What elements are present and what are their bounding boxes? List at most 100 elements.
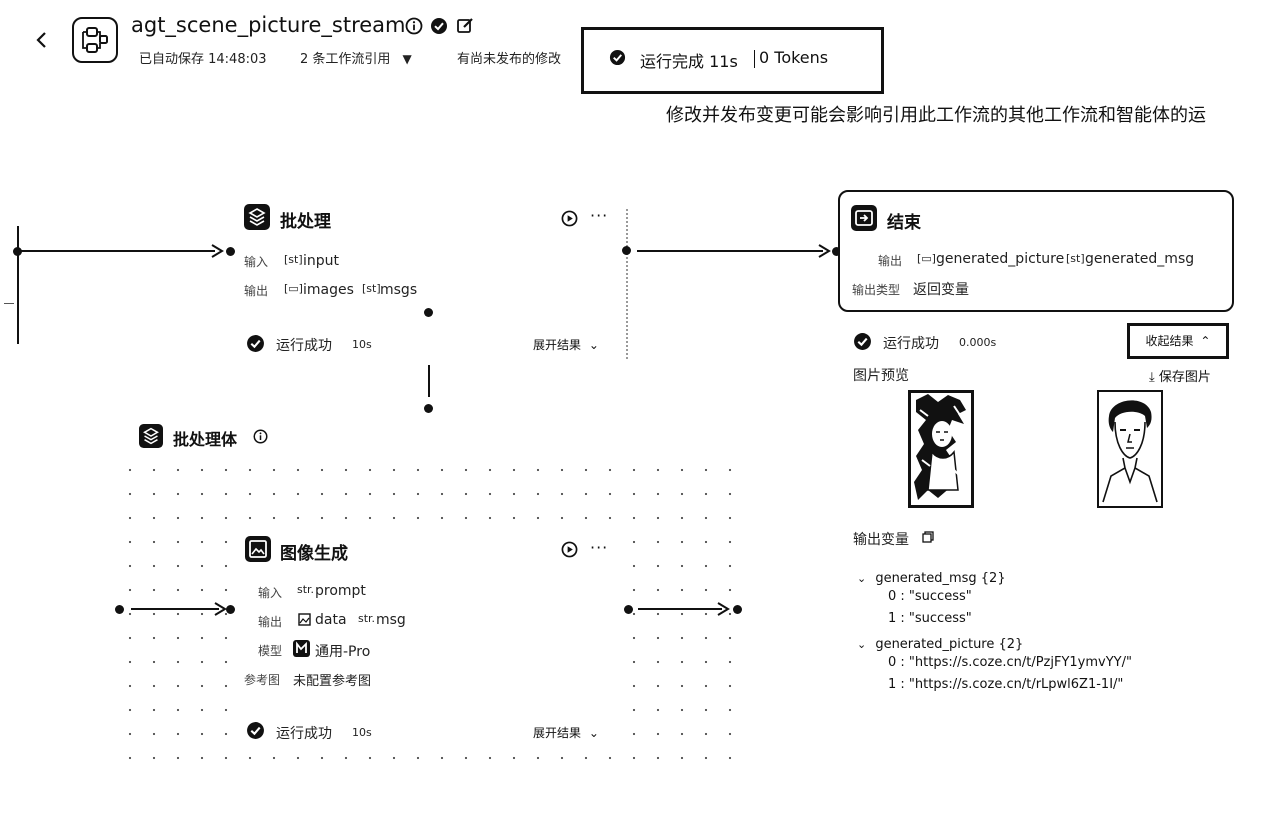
model-value: 通用-Pro	[315, 644, 371, 660]
tree-key: generated_msg {2}	[875, 571, 1006, 586]
chevron-down-icon: ⌄	[588, 726, 599, 740]
str-type-tag: str.	[297, 583, 315, 596]
batch-node[interactable]	[230, 195, 630, 375]
collapse-results-button[interactable]: 收起结果 ⌃	[1127, 323, 1229, 359]
output-var-msg: msg	[376, 612, 406, 628]
output-var-generated-picture: generated_picture	[936, 251, 1065, 267]
success-icon	[246, 334, 265, 353]
expand-label: 展开结果	[533, 338, 582, 352]
run-status: 运行成功	[883, 336, 939, 352]
play-icon[interactable]	[561, 210, 578, 227]
output-label: 输出	[244, 284, 269, 298]
output-vars-label: 输出变量	[853, 532, 909, 548]
workflow-icon	[72, 17, 118, 63]
references-dropdown[interactable]: 2 条工作流引用 ▼	[300, 48, 412, 67]
tree-value: 0 : "https://s.coze.cn/t/PzjFY1ymvYY/"	[888, 655, 1132, 670]
edge-mark	[4, 303, 14, 304]
divider	[754, 50, 755, 68]
connector-line	[131, 608, 219, 610]
image-type-tag: [▭]	[917, 252, 936, 265]
check-circle-icon	[609, 49, 626, 66]
arrow-head	[716, 601, 730, 621]
preview-image-2[interactable]	[1097, 390, 1163, 508]
more-icon[interactable]: ···	[590, 538, 609, 557]
save-image-button[interactable]: ⤓ 保存图片	[1149, 366, 1211, 385]
output-label: 输出	[258, 615, 283, 629]
batch-inner-port[interactable]	[424, 308, 433, 317]
tree-value: 1 : "https://s.coze.cn/t/rLpwl6Z1-1I/"	[888, 677, 1124, 692]
output-var-msgs: msgs	[380, 282, 418, 298]
edit-icon[interactable]	[456, 16, 475, 35]
reference-label: 参考图	[244, 673, 281, 687]
input-var-prompt: prompt	[315, 583, 366, 599]
image-input-port[interactable]	[226, 605, 235, 614]
image-type-icon	[298, 613, 311, 626]
batch-body-title: 批处理体	[173, 430, 238, 449]
str-type-tag: str.	[358, 612, 376, 625]
download-icon: ⤓	[1149, 370, 1155, 385]
play-icon[interactable]	[561, 541, 578, 558]
run-time: 10s	[352, 726, 372, 739]
info-icon[interactable]	[405, 17, 423, 35]
info-icon[interactable]	[253, 429, 268, 444]
chevron-up-icon: ⌃	[1200, 334, 1211, 348]
chevron-down-icon: ⌄	[588, 338, 599, 352]
save-image-label: 保存图片	[1158, 370, 1211, 385]
batch-input-port[interactable]	[226, 247, 235, 256]
tree-key: generated_picture {2}	[875, 637, 1024, 652]
expand-label: 展开结果	[533, 726, 582, 740]
run-status: 运行成功	[276, 338, 332, 354]
connector-line	[638, 608, 722, 610]
reference-value: 未配置参考图	[293, 674, 372, 689]
body-left-port[interactable]	[115, 605, 124, 614]
copy-icon[interactable]	[922, 531, 934, 543]
output-var-data: data	[315, 612, 347, 628]
publish-warning: 修改并发布变更可能会影响引用此工作流的其他工作流和智能体的运	[666, 105, 1206, 126]
tree-node-generated-msg[interactable]: ⌄ generated_msg {2}	[857, 567, 1006, 586]
connector-line	[20, 250, 215, 252]
model-label: 模型	[258, 644, 283, 658]
array-type-tag: [st]	[362, 282, 381, 295]
chevron-down-icon: ⌄	[857, 638, 867, 651]
tree-value: 1 : "success"	[888, 611, 972, 626]
references-label: 2 条工作流引用	[300, 52, 391, 67]
array-type-tag: [st]	[1066, 252, 1085, 265]
output-type-label: 输出类型	[852, 283, 901, 297]
image-preview-label: 图片预览	[853, 368, 909, 384]
tree-node-generated-picture[interactable]: ⌄ generated_picture {2}	[857, 633, 1023, 652]
more-icon[interactable]: ···	[590, 206, 609, 225]
body-right-port[interactable]	[733, 605, 742, 614]
input-label: 输入	[258, 586, 283, 600]
workflow-title: agt_scene_picture_stream	[131, 13, 406, 37]
arrow-head	[213, 601, 227, 621]
success-icon	[246, 721, 265, 740]
back-button[interactable]	[32, 28, 54, 52]
collapse-label: 收起结果	[1145, 334, 1194, 348]
chevron-left-icon	[32, 28, 54, 52]
expand-results-button[interactable]: 展开结果 ⌄	[533, 336, 599, 353]
batch-icon	[244, 204, 270, 230]
arrow-head	[210, 243, 224, 263]
connector-line	[637, 250, 823, 252]
expand-results-button[interactable]: 展开结果 ⌄	[533, 724, 599, 741]
tokens-text: 0 Tokens	[759, 48, 829, 67]
model-logo-icon	[293, 640, 310, 657]
batch-title: 批处理	[280, 212, 331, 232]
tree-value: 0 : "success"	[888, 589, 972, 604]
image-gen-icon	[245, 536, 271, 562]
edge-line	[17, 226, 19, 344]
run-time: 10s	[352, 338, 372, 351]
run-status-panel[interactable]: 运行完成 11s 0 Tokens	[581, 27, 884, 94]
batch-body-port[interactable]	[424, 404, 433, 413]
output-var-generated-msg: generated_msg	[1085, 251, 1195, 267]
output-label: 输出	[878, 254, 903, 268]
output-type-value: 返回变量	[913, 282, 969, 298]
end-node[interactable]	[838, 190, 1234, 312]
image-output-port[interactable]	[624, 605, 633, 614]
end-input-port[interactable]	[832, 247, 841, 256]
left-port[interactable]	[13, 247, 22, 256]
end-icon	[851, 205, 877, 231]
end-title: 结束	[887, 213, 921, 233]
preview-image-1[interactable]	[908, 390, 974, 508]
batch-output-port[interactable]	[622, 246, 631, 255]
